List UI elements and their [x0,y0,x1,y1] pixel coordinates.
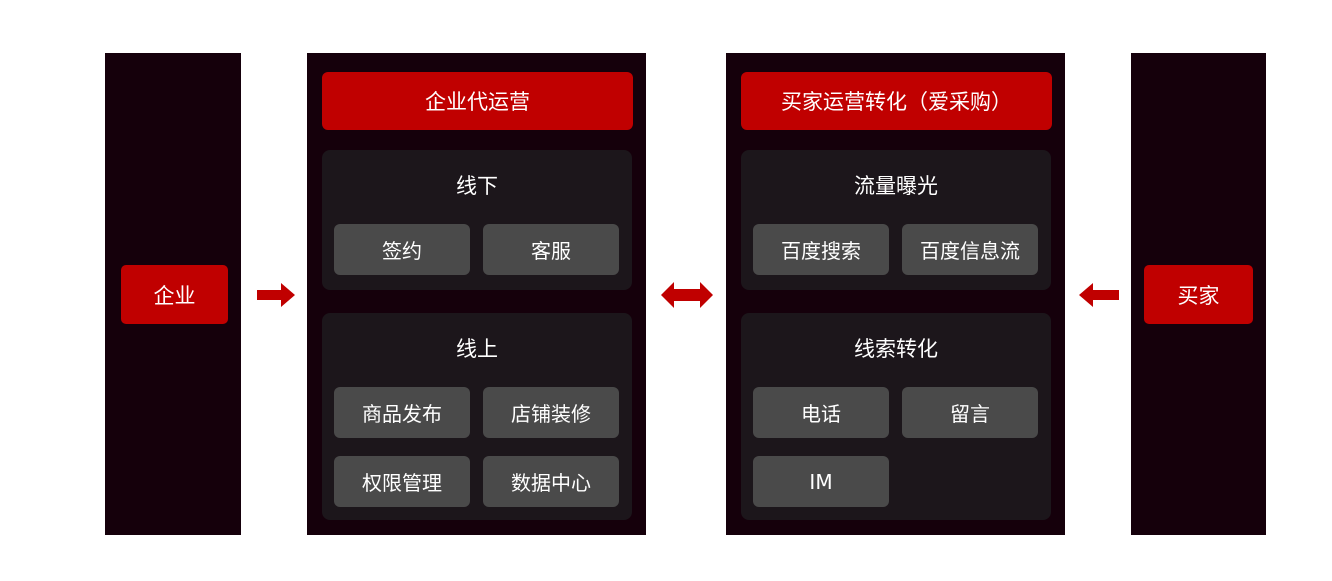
leads-title: 线索转化 [854,337,938,361]
traffic-title: 流量曝光 [854,174,938,198]
enterprise-ops-column: 企业代运营 线下 签约 客服 线上 商品发布 店铺装修 权限管理 数据中心 [307,53,646,535]
chip-message[interactable]: 留言 [902,387,1038,438]
arrow-left-icon [1079,283,1119,307]
offline-card: 线下 签约 客服 [322,150,632,290]
enterprise-ops-header: 企业代运营 [322,72,633,130]
chip-data-center[interactable]: 数据中心 [483,456,619,507]
double-arrow-icon [661,282,713,308]
online-card: 线上 商品发布 店铺装修 权限管理 数据中心 [322,313,632,520]
offline-title: 线下 [456,174,498,198]
traffic-card: 流量曝光 百度搜索 百度信息流 [741,150,1051,290]
chip-sign-contract[interactable]: 签约 [334,224,470,275]
chip-store-decoration[interactable]: 店铺装修 [483,387,619,438]
buyer-column: 买家 [1131,53,1266,535]
leads-card: 线索转化 电话 留言 IM [741,313,1051,520]
enterprise-actor[interactable]: 企业 [121,265,228,324]
chip-baidu-search[interactable]: 百度搜索 [753,224,889,275]
chip-baidu-feed[interactable]: 百度信息流 [902,224,1038,275]
chip-customer-service[interactable]: 客服 [483,224,619,275]
chip-phone[interactable]: 电话 [753,387,889,438]
online-title: 线上 [456,337,498,361]
buyer-actor[interactable]: 买家 [1144,265,1253,324]
chip-permission-management[interactable]: 权限管理 [334,456,470,507]
arrow-right-icon [257,283,295,307]
chip-im[interactable]: IM [753,456,889,507]
chip-product-publish[interactable]: 商品发布 [334,387,470,438]
enterprise-column: 企业 [105,53,241,535]
buyer-ops-header: 买家运营转化（爱采购） [741,72,1052,130]
buyer-ops-column: 买家运营转化（爱采购） 流量曝光 百度搜索 百度信息流 线索转化 电话 留言 I… [726,53,1065,535]
